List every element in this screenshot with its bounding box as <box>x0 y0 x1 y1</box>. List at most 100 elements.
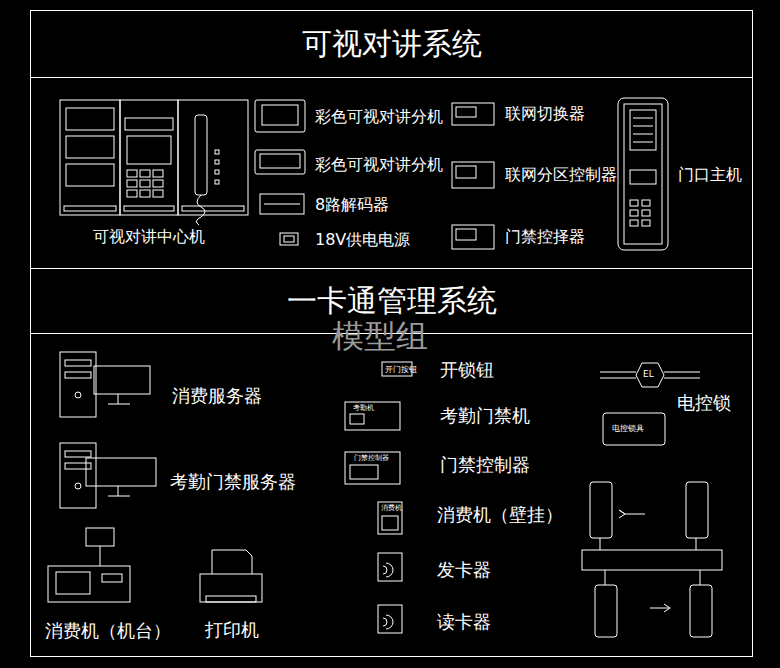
turnstile-icon-part <box>595 585 617 637</box>
printer-icon-part <box>212 550 252 574</box>
center-unit-icon <box>60 100 248 225</box>
server-icons-part <box>75 392 81 398</box>
turnstile-icon-part <box>650 604 670 612</box>
server-icons <box>60 352 156 508</box>
center-unit-icon-part <box>215 160 219 164</box>
center-unit-icon-part <box>182 206 244 211</box>
turnstile-icon-part <box>696 538 697 550</box>
center-unit-icon-part <box>140 190 150 197</box>
center-unit-icon-part <box>66 108 114 130</box>
device-label: 门口主机 <box>678 166 742 184</box>
center-unit-icon-part <box>153 170 163 177</box>
card-device-icons-part <box>378 553 402 581</box>
server-icons-part <box>65 463 91 469</box>
center-unit-icon-part <box>195 115 207 195</box>
device-label: 8路解码器 <box>315 196 389 214</box>
device-label: 联网分区控制器 <box>505 166 617 184</box>
indoor-monitor-icons-part <box>255 150 305 174</box>
indoor-monitor-icons <box>255 100 305 245</box>
device-label: 开锁钮 <box>440 360 494 381</box>
indoor-monitor-icons-part <box>260 194 304 214</box>
section-heading: 一卡通管理系统 <box>287 281 497 322</box>
card-device-icons-part <box>378 605 402 633</box>
card-device-icons-part <box>345 402 400 430</box>
door-station-icon <box>618 98 668 250</box>
device-label: 打印机 <box>205 620 259 641</box>
card-device-icons-part <box>383 615 393 629</box>
device-label: 考勤门禁服务器 <box>170 472 296 493</box>
network-device-icons-part <box>456 166 476 178</box>
section-heading: 可视对讲系统 <box>302 24 482 65</box>
indoor-monitor-icons-part <box>264 204 300 205</box>
server-icons-part <box>60 352 96 417</box>
door-station-icon-part <box>633 126 653 127</box>
device-label: 消费机（壁挂） <box>437 505 563 526</box>
electric-lock-icons-part <box>600 378 636 379</box>
door-station-icon-part <box>633 142 653 143</box>
turnstile-icon-part <box>600 538 601 550</box>
network-device-icons <box>452 103 494 249</box>
network-device-icons-part <box>456 107 476 117</box>
device-label: 彩色可视对讲分机 <box>315 108 443 126</box>
pos-terminal-icon-part <box>102 574 122 582</box>
pos-terminal-icon-part <box>86 528 114 546</box>
frame <box>30 11 753 657</box>
printer-icon-part <box>206 596 256 602</box>
device-label: 电控锁 <box>677 393 731 414</box>
door-station-icon-part <box>630 220 638 226</box>
card-device-icons-part <box>382 516 398 530</box>
device-label: 发卡器 <box>437 560 491 581</box>
electric-lock-icons-part <box>664 378 700 379</box>
card-device-icons-part <box>378 502 402 534</box>
electric-lock-icons-part <box>664 372 700 373</box>
network-device-icons-part <box>456 229 476 240</box>
center-unit-icon-part <box>120 100 178 215</box>
center-unit-icon-part <box>64 206 116 211</box>
door-station-icon-part <box>633 118 653 119</box>
door-station-icon-part <box>630 200 638 206</box>
device-label: 考勤门禁机 <box>440 406 530 427</box>
card-device-icons <box>345 362 412 633</box>
turnstile-icon-part <box>700 570 701 585</box>
center-unit-icon-part <box>215 150 219 154</box>
frame-part <box>31 11 753 657</box>
center-unit-icon-part <box>153 180 163 187</box>
server-icons-part <box>65 372 91 378</box>
device-label: 读卡器 <box>437 612 491 633</box>
center-unit-icon-part <box>127 180 137 187</box>
door-station-icon-part <box>642 220 650 226</box>
icon-text: EL <box>643 369 654 379</box>
indoor-monitor-icons-part <box>260 154 300 168</box>
turnstile-icon <box>582 482 722 637</box>
icon-text: 电控锁具 <box>612 424 644 433</box>
frame-part <box>30 77 752 78</box>
turnstile-icon-part <box>690 585 712 637</box>
server-icons-part <box>108 486 130 496</box>
device-label: 联网切换器 <box>505 105 585 123</box>
center-unit-icon-part <box>60 100 120 215</box>
device-label: 18V供电电源 <box>315 231 410 249</box>
icon-text: 门禁控制器 <box>354 454 389 462</box>
server-icons-part <box>108 394 130 404</box>
pos-terminal-icon-part <box>56 572 90 594</box>
turnstile-icon-part <box>582 550 722 570</box>
network-device-icons-part <box>452 225 494 249</box>
turnstile-icon-part <box>590 482 612 538</box>
server-icons-part <box>65 451 91 457</box>
printer-icon-part <box>200 574 262 602</box>
device-label: 门禁控择器 <box>505 228 585 246</box>
indoor-monitor-icons-part <box>280 233 298 245</box>
card-device-icons-part <box>350 465 378 479</box>
watermark: 模型组 <box>332 318 428 355</box>
icon-text: 开门按钮 <box>385 365 417 374</box>
device-label: 消费服务器 <box>172 386 262 407</box>
frame-part <box>30 268 752 269</box>
pos-terminal-icon <box>48 528 130 602</box>
turnstile-icon-part <box>605 570 606 585</box>
center-unit-icon-part <box>127 170 137 177</box>
center-unit-icon-part <box>127 190 137 197</box>
server-icons-part <box>75 483 81 489</box>
section-band: 可视对讲系统 <box>31 11 752 77</box>
indoor-monitor-icons-part <box>255 100 305 132</box>
